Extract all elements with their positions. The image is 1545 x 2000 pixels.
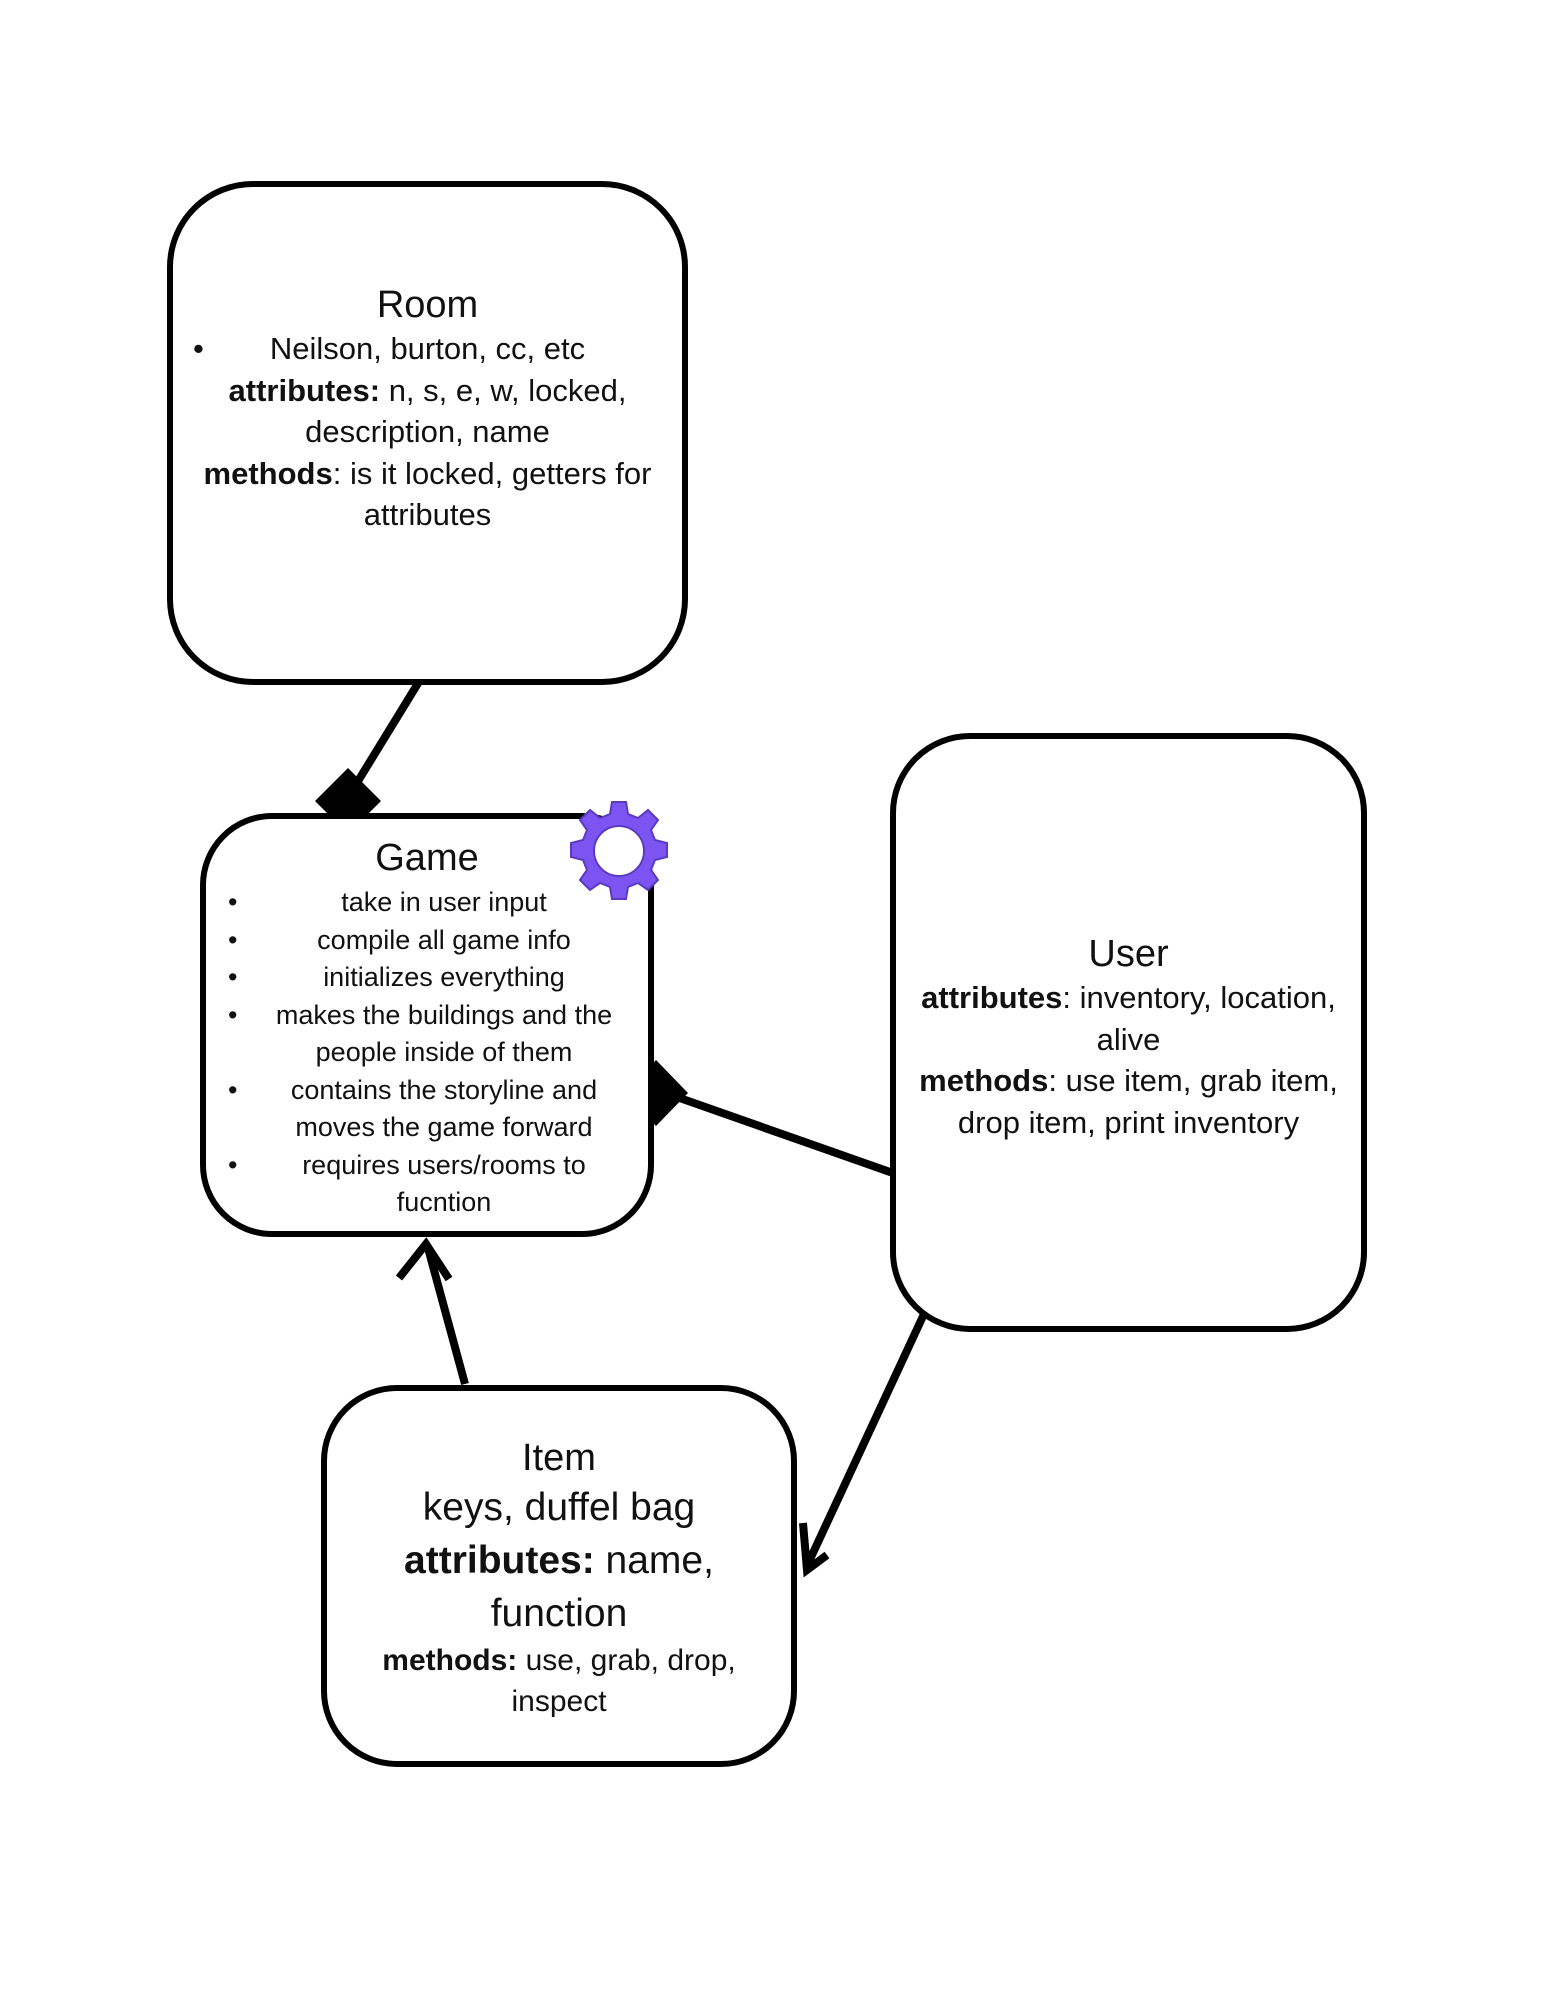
room-attributes-line-1: attributes: n, s, e, w, locked, [173, 370, 682, 412]
room-game-connector [351, 664, 432, 789]
game-list-item: • makes the buildings and the people insi… [206, 997, 648, 1072]
user-game-connector [672, 1092, 912, 1183]
game-class-box: Game • take in user input • compile all ga… [200, 813, 654, 1237]
game-list-item-text: take in user input [341, 887, 547, 917]
game-list-item: • take in user input [206, 884, 648, 922]
item-title: Item [522, 1437, 596, 1479]
item-attributes-text-1: name, [594, 1539, 714, 1582]
item-class-box: Item keys, duffel bag attributes: name, … [321, 1385, 797, 1767]
game-list-item-text: requires users/rooms to fucntion [302, 1149, 586, 1218]
game-list-item: • compile all game info [206, 922, 648, 960]
game-list-item-text: compile all game info [317, 924, 571, 955]
user-attributes-line-2: alive [1096, 1021, 1161, 1057]
room-methods-line-2: attributes [363, 497, 492, 532]
item-methods-line-2: inspect [511, 1685, 607, 1718]
item-attributes-label: attributes: [404, 1539, 595, 1582]
game-list-item-text: contains the storyline and moves the gam… [290, 1074, 598, 1143]
room-title: Room [376, 284, 479, 326]
item-attributes-line-2: function [490, 1592, 628, 1635]
game-list-item: • requires users/rooms to fucntion [206, 1147, 648, 1222]
user-attributes-text-1: : inventory, location, [1062, 980, 1336, 1015]
item-methods-text-1: use, grab, drop, [517, 1644, 736, 1677]
user-methods-line-2: drop item, print inventory [957, 1104, 1300, 1140]
room-attributes-label: attributes: [228, 372, 381, 408]
game-bullet-dot: • [228, 962, 238, 992]
room-bullet-dot: • [193, 331, 204, 366]
room-class-box: Room • Neilson, burton, cc, etc attribut… [167, 181, 688, 685]
user-item-connector [802, 1312, 928, 1570]
game-bullet-dot: • [228, 1149, 238, 1180]
game-list-item-text: initializes everything [323, 962, 565, 992]
item-attributes-line-1: attributes: name, [327, 1534, 791, 1587]
room-methods-label: methods [203, 455, 333, 491]
item-methods-line-1: methods: use, grab, drop, [327, 1640, 791, 1681]
game-bullet-dot: • [228, 924, 238, 955]
game-list-item-text: makes the buildings and the people insid… [275, 999, 613, 1068]
user-methods-line-1: methods: use item, grab item, [896, 1060, 1361, 1102]
user-methods-label: methods [919, 1063, 1049, 1098]
room-attributes-text-1: n, s, e, w, locked, [380, 372, 627, 408]
game-responsibilities-list: • take in user input • compile all game in… [206, 884, 648, 1222]
game-bullet-dot: • [228, 999, 238, 1030]
room-example-text: Neilson, burton, cc, etc [269, 331, 586, 366]
user-attributes-label: attributes [921, 980, 1063, 1015]
user-attributes-line-1: attributes: inventory, location, [896, 977, 1361, 1019]
game-title: Game [375, 837, 479, 879]
room-attributes-line-2: description, name [305, 414, 550, 449]
user-class-box: User attributes: inventory, location, al… [890, 733, 1367, 1332]
item-game-connector [424, 1246, 469, 1386]
user-item-arrowhead [799, 1522, 830, 1578]
item-example: keys, duffel bag [422, 1486, 696, 1529]
user-title: User [1088, 933, 1169, 975]
game-list-item: • contains the storyline and moves the ga… [206, 1072, 648, 1147]
user-methods-text-1: : use item, grab item, [1048, 1063, 1338, 1098]
game-list-item: • initializes everything [206, 959, 648, 997]
room-methods-text-1: : is it locked, getters for [332, 455, 652, 491]
room-example: • Neilson, burton, cc, etc [173, 328, 682, 370]
gear-icon [570, 801, 668, 900]
item-methods-label: methods: [382, 1644, 518, 1677]
room-methods-line-1: methods: is it locked, getters for [173, 453, 682, 495]
game-bullet-dot: • [228, 1074, 238, 1105]
gear-hole [593, 825, 645, 877]
item-game-arrowhead [395, 1237, 453, 1282]
game-bullet-dot: • [228, 887, 238, 917]
